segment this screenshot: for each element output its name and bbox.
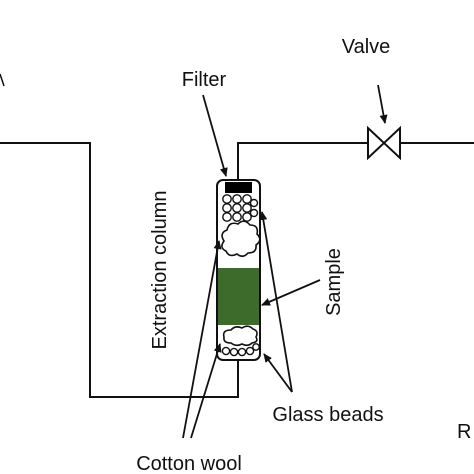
left-edge-mark bbox=[0, 73, 5, 87]
cotton-wool-bottom bbox=[222, 325, 258, 347]
glass-beads-arrow-upper bbox=[259, 211, 293, 393]
leader-arrows bbox=[182, 84, 388, 439]
glass-beads-label: Glass beads bbox=[272, 404, 383, 426]
valve-arrow bbox=[377, 84, 388, 124]
filter-label: Filter bbox=[182, 69, 227, 91]
glass-beads-top bbox=[222, 194, 259, 222]
filter-disc bbox=[225, 182, 252, 193]
glass-beads-arrow-lower bbox=[263, 353, 293, 393]
sample-arrow bbox=[261, 279, 321, 306]
valve-label: Valve bbox=[342, 36, 391, 58]
filter-arrow bbox=[202, 94, 228, 177]
cotton-wool-arrow-lower bbox=[190, 343, 222, 439]
valve-symbol bbox=[367, 125, 401, 161]
cotton-wool-arrow-upper bbox=[182, 240, 222, 439]
outlet-pipe bbox=[237, 142, 474, 182]
sample-bed bbox=[218, 268, 259, 325]
extraction-column-label: Extraction column bbox=[149, 191, 171, 350]
sample-label: Sample bbox=[323, 248, 345, 316]
inlet-pipe bbox=[0, 142, 239, 398]
right-edge-label: R bbox=[457, 421, 471, 443]
glass-beads-bottom bbox=[221, 343, 260, 357]
extraction-column bbox=[216, 179, 261, 361]
cotton-wool-top bbox=[221, 220, 261, 258]
cotton-wool-label: Cotton wool bbox=[136, 453, 242, 474]
